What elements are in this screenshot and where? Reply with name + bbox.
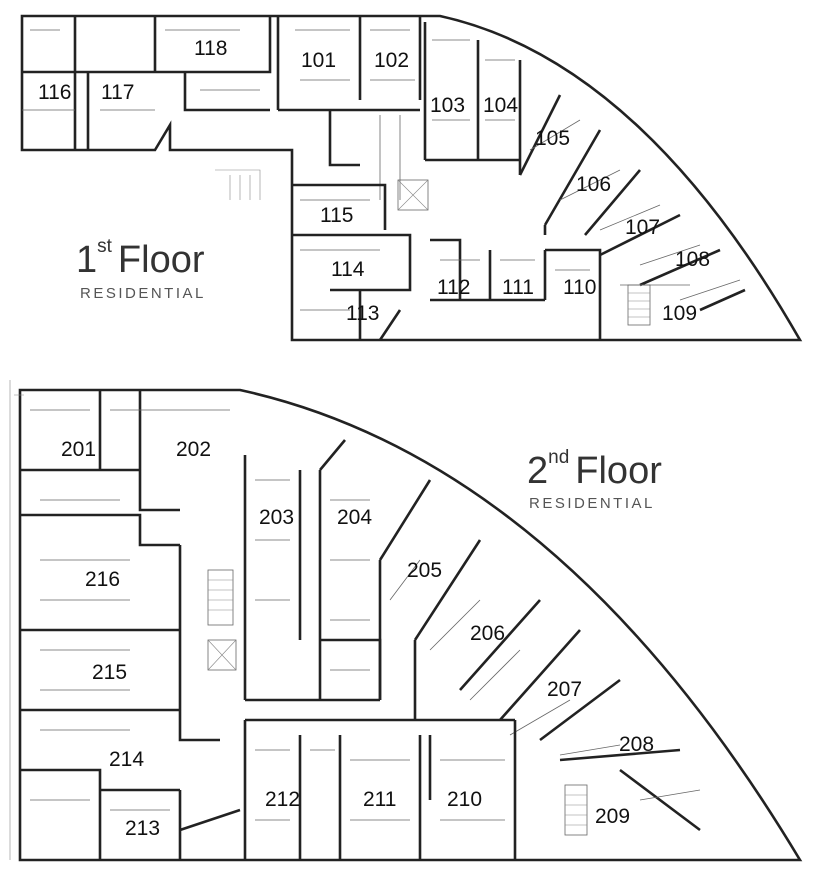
unit-label-118: 118 (194, 37, 227, 60)
first-floor-unit-labels: 101 102 103 104 105 106 107 108 109 110 … (38, 37, 710, 325)
unit-label-214: 214 (109, 748, 144, 771)
first-floor-plan (20, 14, 803, 342)
unit-label-213: 213 (125, 817, 160, 840)
unit-label-113: 113 (346, 302, 379, 325)
unit-label-105: 105 (535, 127, 570, 150)
unit-label-207: 207 (547, 678, 582, 701)
unit-label-210: 210 (447, 788, 482, 811)
unit-label-106: 106 (576, 173, 611, 196)
unit-label-205: 205 (407, 559, 442, 582)
unit-label-216: 216 (85, 568, 120, 591)
unit-label-112: 112 (437, 276, 470, 299)
unit-label-101: 101 (301, 49, 336, 72)
unit-label-115: 115 (320, 204, 353, 227)
unit-label-114: 114 (331, 258, 365, 281)
unit-label-202: 202 (176, 438, 211, 461)
unit-label-111: 111 (502, 276, 534, 299)
unit-label-208: 208 (619, 733, 654, 756)
second-floor-title-word: Floor (575, 450, 662, 492)
second-floor-subtitle: RESIDENTIAL (529, 495, 655, 512)
unit-label-211: 211 (363, 788, 396, 811)
first-floor-title-suffix: st (97, 236, 112, 257)
unit-label-104: 104 (483, 94, 518, 117)
second-floor-plan (9, 380, 803, 862)
unit-label-103: 103 (430, 94, 465, 117)
second-floor-title-number: 2 (527, 450, 549, 492)
unit-label-117: 117 (101, 81, 134, 104)
unit-label-215: 215 (92, 661, 127, 684)
unit-label-212: 212 (265, 788, 300, 811)
second-floor-unit-labels: 201 202 203 204 205 206 207 208 209 210 … (61, 438, 654, 840)
unit-label-206: 206 (470, 622, 505, 645)
unit-label-201: 201 (61, 438, 96, 461)
unit-label-102: 102 (374, 49, 409, 72)
unit-label-116: 116 (38, 81, 71, 104)
unit-label-203: 203 (259, 506, 294, 529)
unit-label-109: 109 (662, 302, 697, 325)
unit-label-204: 204 (337, 506, 372, 529)
first-floor-title-word: Floor (117, 239, 205, 281)
unit-label-107: 107 (625, 216, 660, 239)
unit-label-110: 110 (563, 276, 596, 299)
second-floor-title-suffix: nd (548, 447, 570, 468)
unit-label-108: 108 (675, 248, 710, 271)
first-floor-subtitle: RESIDENTIAL (80, 285, 206, 302)
unit-label-209: 209 (595, 805, 630, 828)
first-floor-title-number: 1 (76, 239, 98, 281)
